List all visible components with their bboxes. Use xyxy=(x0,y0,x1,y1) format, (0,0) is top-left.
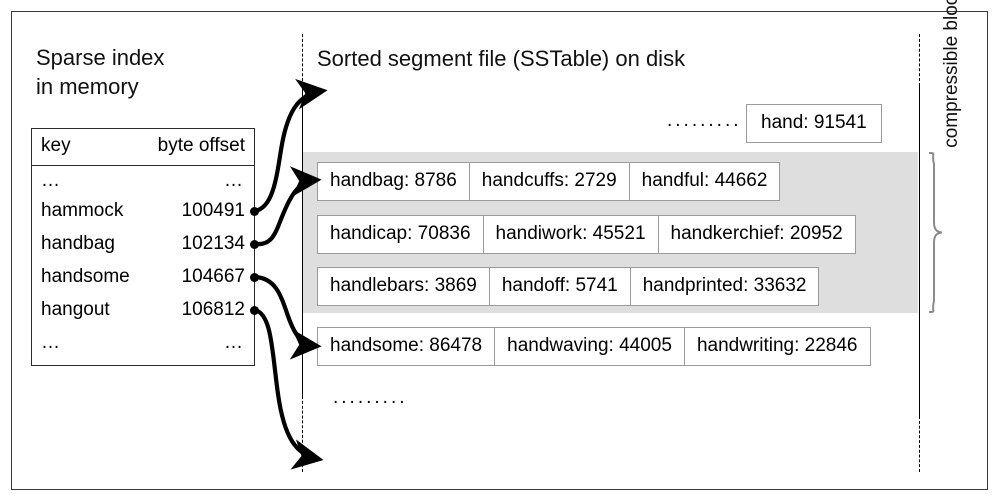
entry-cell: handful: 44662 xyxy=(628,162,781,201)
row-offset: … xyxy=(224,332,245,353)
entry-cell: handsome: 86478 xyxy=(317,327,496,366)
entry-row-3: handlebars: 3869 handoff: 5741 handprint… xyxy=(317,267,820,306)
row-key: hammock xyxy=(41,200,124,221)
sparse-index-title: Sparse index in memory xyxy=(36,43,286,101)
entry-cell: handoff: 5741 xyxy=(488,267,631,306)
entry-cell: handlebars: 3869 xyxy=(317,267,490,306)
sparse-index-title-line1: Sparse index xyxy=(36,45,165,70)
anchor-dot-handbag xyxy=(250,240,259,249)
column-header-byte-offset: byte offset xyxy=(157,135,245,156)
row-offset: 106812 xyxy=(181,299,245,320)
entry-row-4: handsome: 86478 handwaving: 44005 handwr… xyxy=(317,327,871,366)
anchor-dot-hangout xyxy=(250,306,259,315)
entry-hand: hand: 91541 xyxy=(746,104,882,143)
table-header-row: key byte offset xyxy=(32,129,254,166)
bottom-ellipsis: ......... xyxy=(333,387,408,408)
entry-cell: handiwork: 45521 xyxy=(482,215,659,254)
row-key: … xyxy=(41,170,62,191)
row-key: handsome xyxy=(41,266,130,287)
sstable-right-boundary-dashed-bottom xyxy=(919,416,920,472)
row-key: handbag xyxy=(41,233,115,254)
sstable-right-boundary-dashed-top xyxy=(919,34,920,86)
compressible-block-label: compressible block xyxy=(941,0,963,150)
table-row: hangout 106812 xyxy=(32,295,254,328)
entry-cell: handicap: 70836 xyxy=(317,215,484,254)
table-row: handbag 102134 xyxy=(32,229,254,262)
table-row: handsome 104667 xyxy=(32,262,254,295)
sstable-left-boundary-dashed-top xyxy=(302,34,303,86)
table-row: … … xyxy=(32,328,254,354)
table-row: hammock 100491 xyxy=(32,196,254,229)
compressible-block-label-text: compressible block xyxy=(941,0,962,148)
entry-row-1: handbag: 8786 handcuffs: 2729 handful: 4… xyxy=(317,162,781,201)
row-offset: 104667 xyxy=(181,266,245,287)
row-offset: 100491 xyxy=(181,200,245,221)
entry-cell: handwaving: 44005 xyxy=(494,327,685,366)
anchor-dot-handsome xyxy=(250,273,259,282)
sparse-index-title-line2: in memory xyxy=(36,74,139,99)
anchor-dot-hammock xyxy=(250,207,259,216)
entry-cell: handkerchief: 20952 xyxy=(657,215,856,254)
top-ellipsis: ......... xyxy=(667,110,742,131)
compressible-block-brace xyxy=(928,152,944,313)
sstable-left-boundary-dashed-bottom xyxy=(302,396,303,472)
entry-cell: handwriting: 22846 xyxy=(683,327,871,366)
row-key: hangout xyxy=(41,299,110,320)
entry-cell: handcuffs: 2729 xyxy=(468,162,630,201)
column-header-key: key xyxy=(41,135,71,156)
row-offset: … xyxy=(224,170,245,191)
entry-cell: handbag: 8786 xyxy=(317,162,470,201)
sparse-index-table: key byte offset … … hammock 100491 handb… xyxy=(31,128,255,366)
entry-cell: handprinted: 33632 xyxy=(629,267,820,306)
sstable-title: Sorted segment file (SSTable) on disk xyxy=(317,46,686,71)
sstable-right-boundary-solid xyxy=(919,86,920,416)
table-row: … … xyxy=(32,166,254,196)
row-offset: 102134 xyxy=(181,233,245,254)
entry-row-2: handicap: 70836 handiwork: 45521 handker… xyxy=(317,215,856,254)
row-key: … xyxy=(41,332,62,353)
